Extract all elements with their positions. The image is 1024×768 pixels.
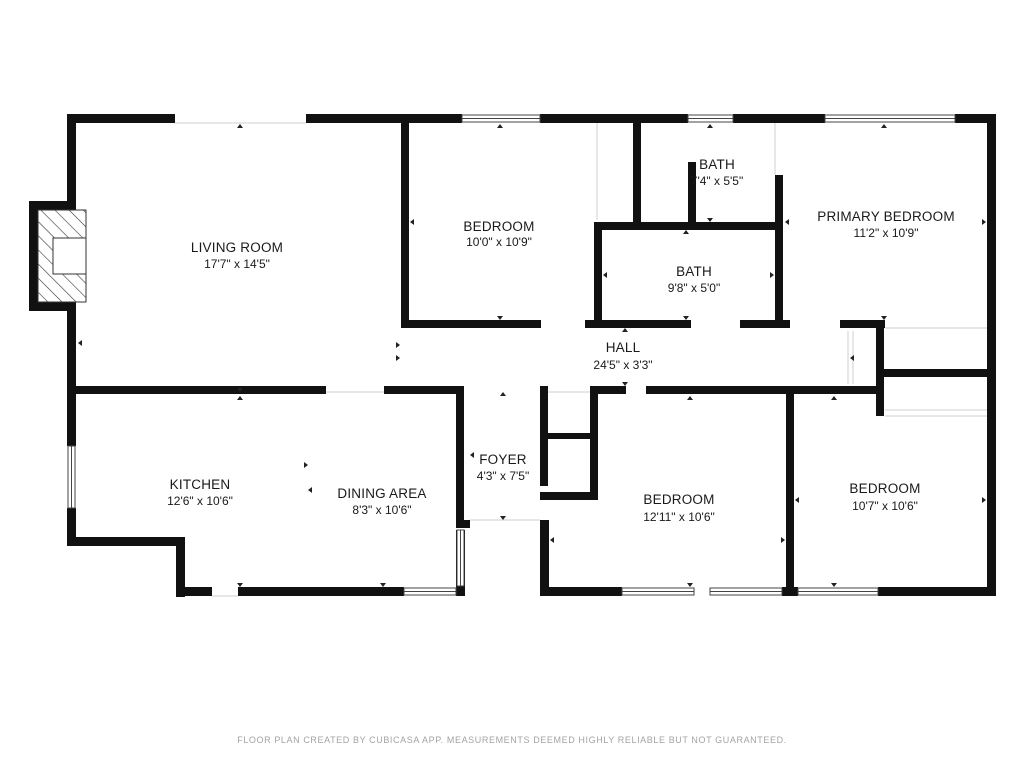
room-name-bath-top: BATH [699, 157, 735, 172]
room-name-dining: DINING AREA [337, 486, 426, 501]
room-label-bath-top: BATH 7'4" x 5'5" [691, 157, 743, 188]
footer-disclaimer: FLOOR PLAN CREATED BY CUBICASA APP. MEAS… [237, 735, 787, 745]
room-name-hall: HALL [606, 340, 641, 355]
room-name-primary: PRIMARY BEDROOM [817, 209, 955, 224]
exterior-walls [67, 114, 996, 597]
room-label-bedroom-mid: BEDROOM 12'11" x 10'6" [643, 492, 715, 524]
room-dim-bath-top: 7'4" x 5'5" [691, 174, 743, 188]
room-dim-dining: 8'3" x 10'6" [352, 503, 411, 517]
room-dim-bedroom-mid: 12'11" x 10'6" [643, 510, 715, 524]
room-label-foyer: FOYER 4'3" x 7'5" [477, 452, 529, 483]
room-dim-living: 17'7" x 14'5" [204, 257, 270, 271]
room-dim-primary: 11'2" x 10'9" [854, 226, 919, 240]
room-label-living: LIVING ROOM 17'7" x 14'5" [191, 240, 283, 271]
room-dim-hall: 24'5" x 3'3" [593, 358, 652, 372]
room-name-foyer: FOYER [479, 452, 527, 467]
room-name-bedroom-right: BEDROOM [849, 481, 920, 496]
room-dim-bedroom-top: 10'0" x 10'9" [466, 235, 532, 249]
room-label-bath-mid: BATH 9'8" x 5'0" [668, 264, 720, 295]
door-markers [78, 124, 986, 587]
openings [175, 122, 987, 597]
room-dim-bath-mid: 9'8" x 5'0" [668, 281, 720, 295]
room-name-bedroom-top: BEDROOM [463, 219, 534, 234]
room-dim-kitchen: 12'6" x 10'6" [167, 494, 233, 508]
room-name-bedroom-mid: BEDROOM [643, 492, 714, 507]
room-label-bedroom-right: BEDROOM 10'7" x 10'6" [849, 481, 920, 513]
room-label-kitchen: KITCHEN 12'6" x 10'6" [167, 477, 233, 508]
room-name-kitchen: KITCHEN [170, 477, 231, 492]
room-name-bath-mid: BATH [676, 264, 712, 279]
room-dim-bedroom-right: 10'7" x 10'6" [852, 499, 918, 513]
windows [67, 114, 956, 596]
room-label-bedroom-top: BEDROOM 10'0" x 10'9" [463, 219, 534, 249]
fireplace [29, 201, 87, 311]
interior-walls [67, 123, 987, 596]
room-label-primary: PRIMARY BEDROOM 11'2" x 10'9" [817, 209, 955, 240]
room-label-hall: HALL 24'5" x 3'3" [593, 340, 652, 372]
room-dim-foyer: 4'3" x 7'5" [477, 469, 529, 483]
room-label-dining: DINING AREA 8'3" x 10'6" [337, 486, 426, 517]
room-name-living: LIVING ROOM [191, 240, 283, 255]
